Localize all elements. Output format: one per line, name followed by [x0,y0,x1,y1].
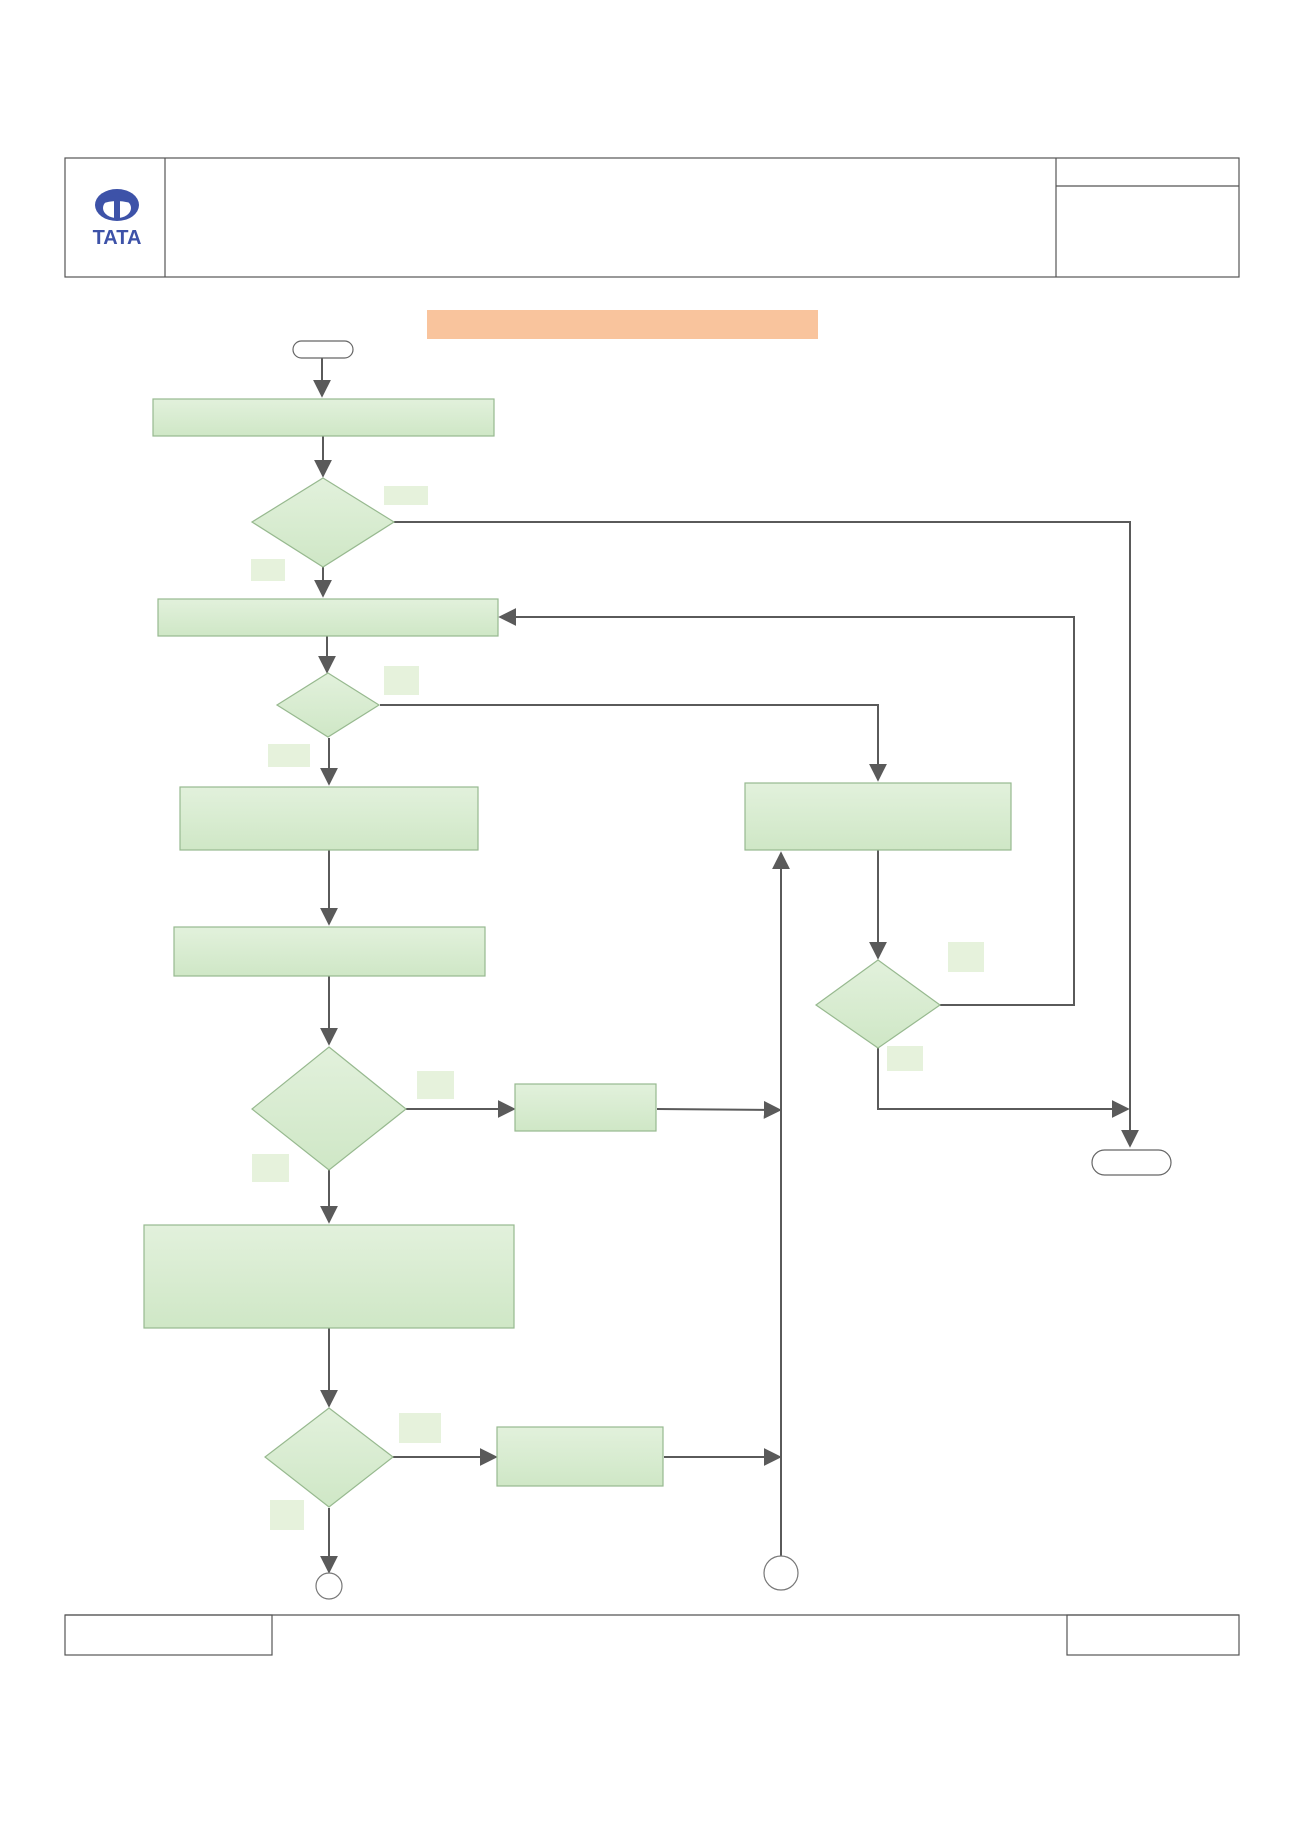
branch-tag-yes-3 [948,942,984,972]
end-terminator [1091,1149,1172,1176]
process-box-3 [179,786,479,851]
connector-circle-b [763,1555,799,1591]
process-box-5 [173,926,486,977]
edges [313,358,1139,1574]
branch-tag-no-2 [268,744,310,767]
decision-diamond-5 [264,1407,394,1508]
decision-diamond-2 [275,672,381,738]
decision-diamond-1 [250,477,396,568]
branch-tag-yes-4 [417,1071,454,1099]
connector-circle-a [315,1572,343,1600]
start-terminator [292,340,354,359]
decision-diamond-3 [814,959,942,1049]
tata-logo-icon: TATA [93,189,142,249]
process-box-2 [157,598,499,637]
branch-tag-no-4 [252,1154,289,1182]
branch-tag-yes-2 [384,666,419,695]
branch-tag-yes-1 [384,486,428,505]
flow-title-bar [427,310,818,339]
footer-box [64,1614,1240,1656]
process-box-8 [496,1426,664,1487]
process-box-1 [152,398,495,437]
branch-tag-no-5 [270,1500,304,1530]
branch-tag-no-1 [251,559,285,581]
branch-tag-no-3 [887,1046,923,1071]
process-box-7 [143,1224,515,1329]
branch-tag-yes-5 [399,1413,441,1443]
logo-text: TATA [93,227,142,249]
header-box [64,157,1240,278]
process-box-4 [744,782,1012,851]
decision-diamond-4 [251,1046,407,1171]
process-box-6 [514,1083,657,1132]
